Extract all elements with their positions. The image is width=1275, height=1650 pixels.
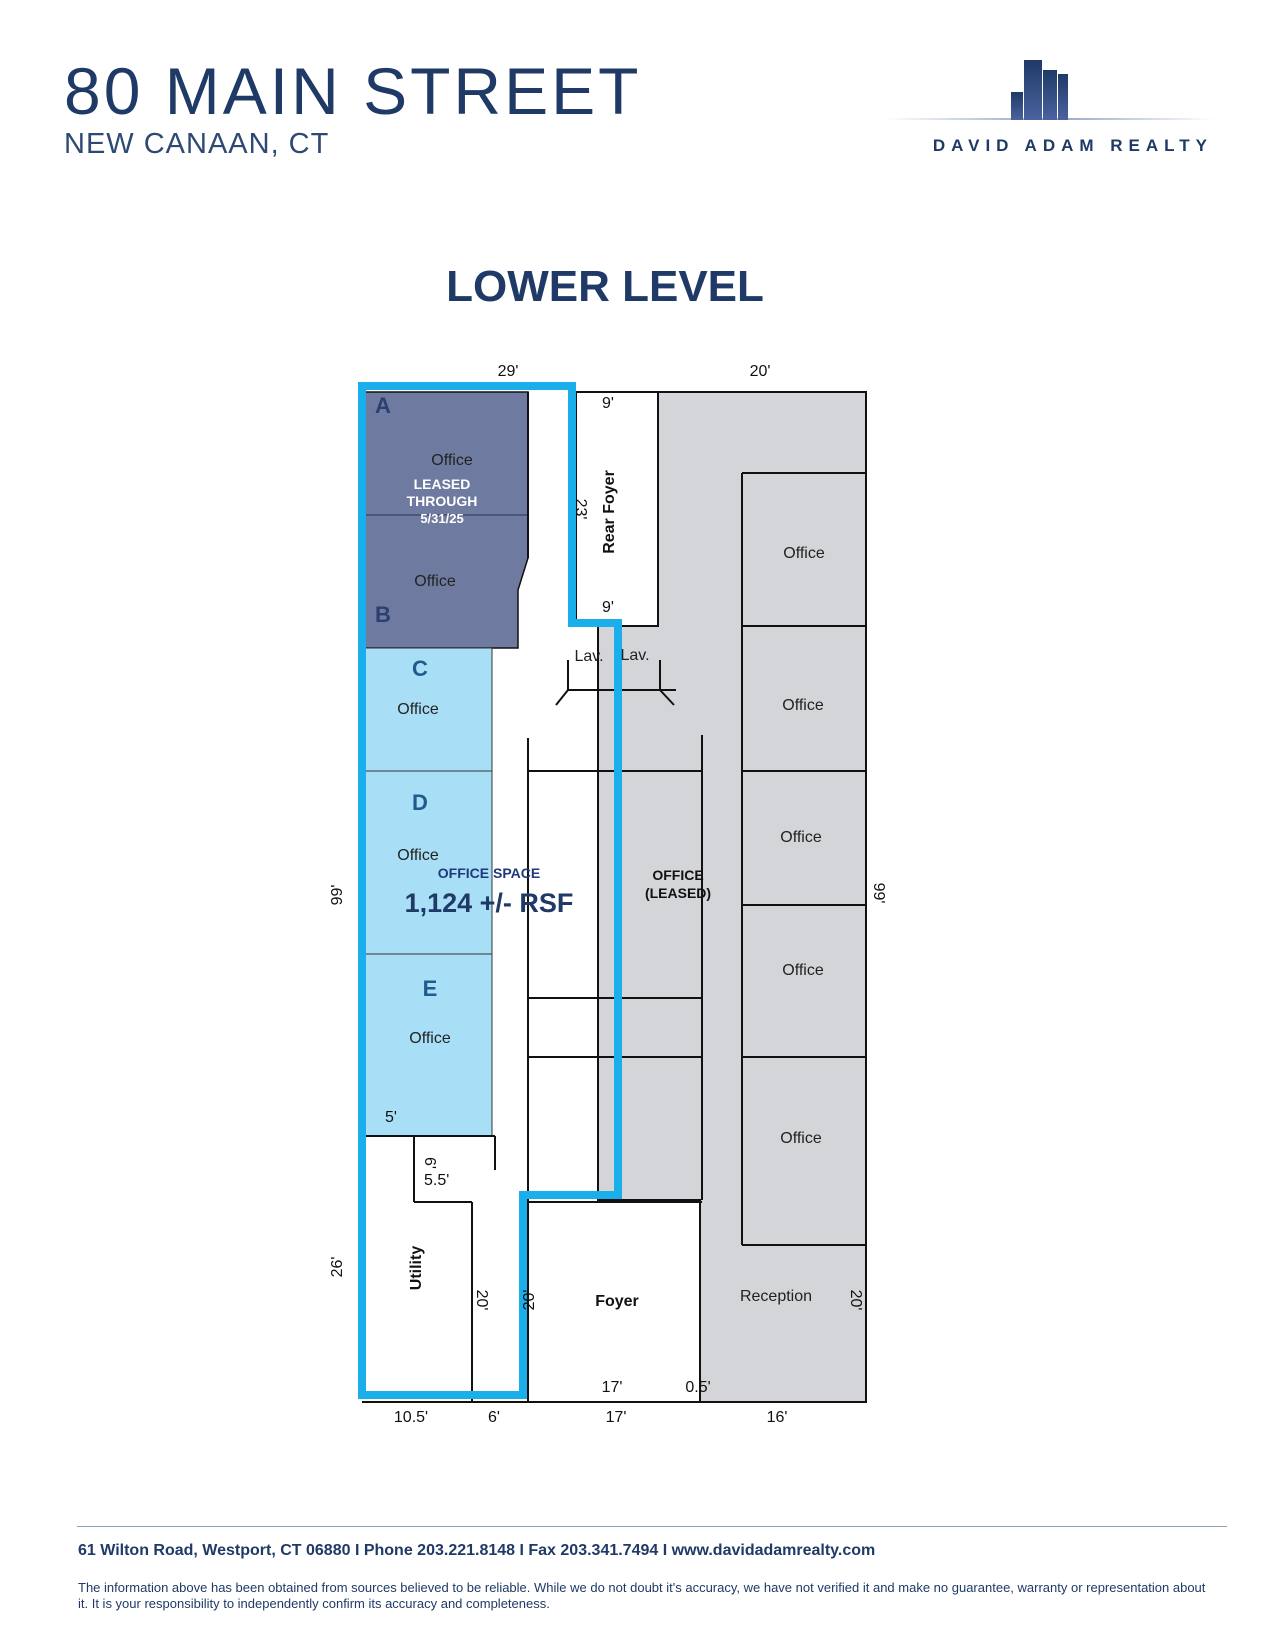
office-space-label: OFFICE SPACE: [438, 865, 540, 881]
dim-bottom-a: 10.5': [394, 1409, 428, 1426]
office-e: [361, 953, 493, 1137]
dim-foyer-20: 20': [521, 1290, 538, 1311]
office-leased-line2: (LEASED): [645, 885, 711, 901]
dim-rear-side: 23': [572, 499, 589, 520]
dim-rear-top: 9': [602, 395, 614, 412]
utility-label: Utility: [408, 1246, 425, 1291]
leased-note-line3: 5/31/25: [420, 511, 463, 526]
lav-label-1: Lav.: [574, 648, 603, 665]
rear-foyer-label: Rear Foyer: [601, 470, 618, 554]
dim-left-lower: 26': [329, 1257, 346, 1278]
dim-small-55: 5.5': [424, 1172, 449, 1189]
office-label-c: Office: [397, 701, 439, 718]
dim-left-upper: 99': [329, 885, 346, 906]
office-label-a: Office: [431, 452, 473, 469]
dim-foyer-05: 0.5': [685, 1379, 710, 1396]
property-title: 80 MAIN STREET: [64, 54, 642, 128]
office-c: [361, 647, 493, 772]
dim-right-upper: 99': [870, 883, 887, 904]
dim-bottom-c: 17': [606, 1409, 627, 1426]
office-label-r3: Office: [780, 829, 822, 846]
office-leased-line1: OFFICE: [652, 867, 703, 883]
dim-right-lower: 20': [847, 1290, 864, 1311]
reception-label: Reception: [740, 1288, 812, 1305]
footer-disclaimer: The information above has been obtained …: [78, 1580, 1206, 1611]
office-label-e: Office: [409, 1030, 451, 1047]
office-label-r2: Office: [782, 697, 824, 714]
office-label-r1: Office: [783, 545, 825, 562]
rsf-label: 1,124 +/- RSF: [405, 888, 574, 918]
footer-divider: [77, 1526, 1227, 1527]
room-letter-b: B: [375, 602, 391, 627]
dim-bottom-d: 16': [767, 1409, 788, 1426]
company-name: DAVID ADAM REALTY: [932, 136, 1213, 155]
room-letter-d: D: [412, 790, 428, 815]
office-label-b: Office: [414, 573, 456, 590]
available-space-outline: [358, 382, 622, 1399]
dim-small-6: 6': [421, 1157, 438, 1169]
dim-foyer-17: 17': [602, 1379, 623, 1396]
floor-title: LOWER LEVEL: [446, 262, 764, 311]
footer-contact: 61 Wilton Road, Westport, CT 06880 I Pho…: [78, 1542, 876, 1559]
office-label-r4: Office: [782, 962, 824, 979]
floor-plan: 29' 20' 9' 9' 23' 99' 26' 99' 20' 5' 6' …: [329, 363, 887, 1426]
dim-top-right: 20': [750, 363, 771, 380]
dim-bottom-b: 6': [488, 1409, 500, 1426]
lav-label-2: Lav.: [620, 647, 649, 664]
foyer-label: Foyer: [595, 1293, 639, 1310]
office-label-d: Office: [397, 847, 439, 864]
room-letter-a: A: [375, 393, 391, 418]
dim-corridor-5: 5': [385, 1109, 397, 1126]
dim-rear-bottom: 9': [602, 599, 614, 616]
office-d: [361, 770, 493, 955]
leased-note-line1: LEASED: [414, 476, 471, 492]
room-letter-e: E: [423, 976, 438, 1001]
room-letter-c: C: [412, 656, 428, 681]
office-label-r5: Office: [780, 1130, 822, 1147]
dim-corridor-20: 20': [473, 1290, 490, 1311]
rear-foyer-room: [575, 391, 659, 627]
leased-note-line2: THROUGH: [407, 493, 478, 509]
property-location: NEW CANAAN, CT: [64, 128, 330, 160]
dim-top-left: 29': [498, 363, 519, 380]
building-logo-icon: [885, 60, 1215, 120]
